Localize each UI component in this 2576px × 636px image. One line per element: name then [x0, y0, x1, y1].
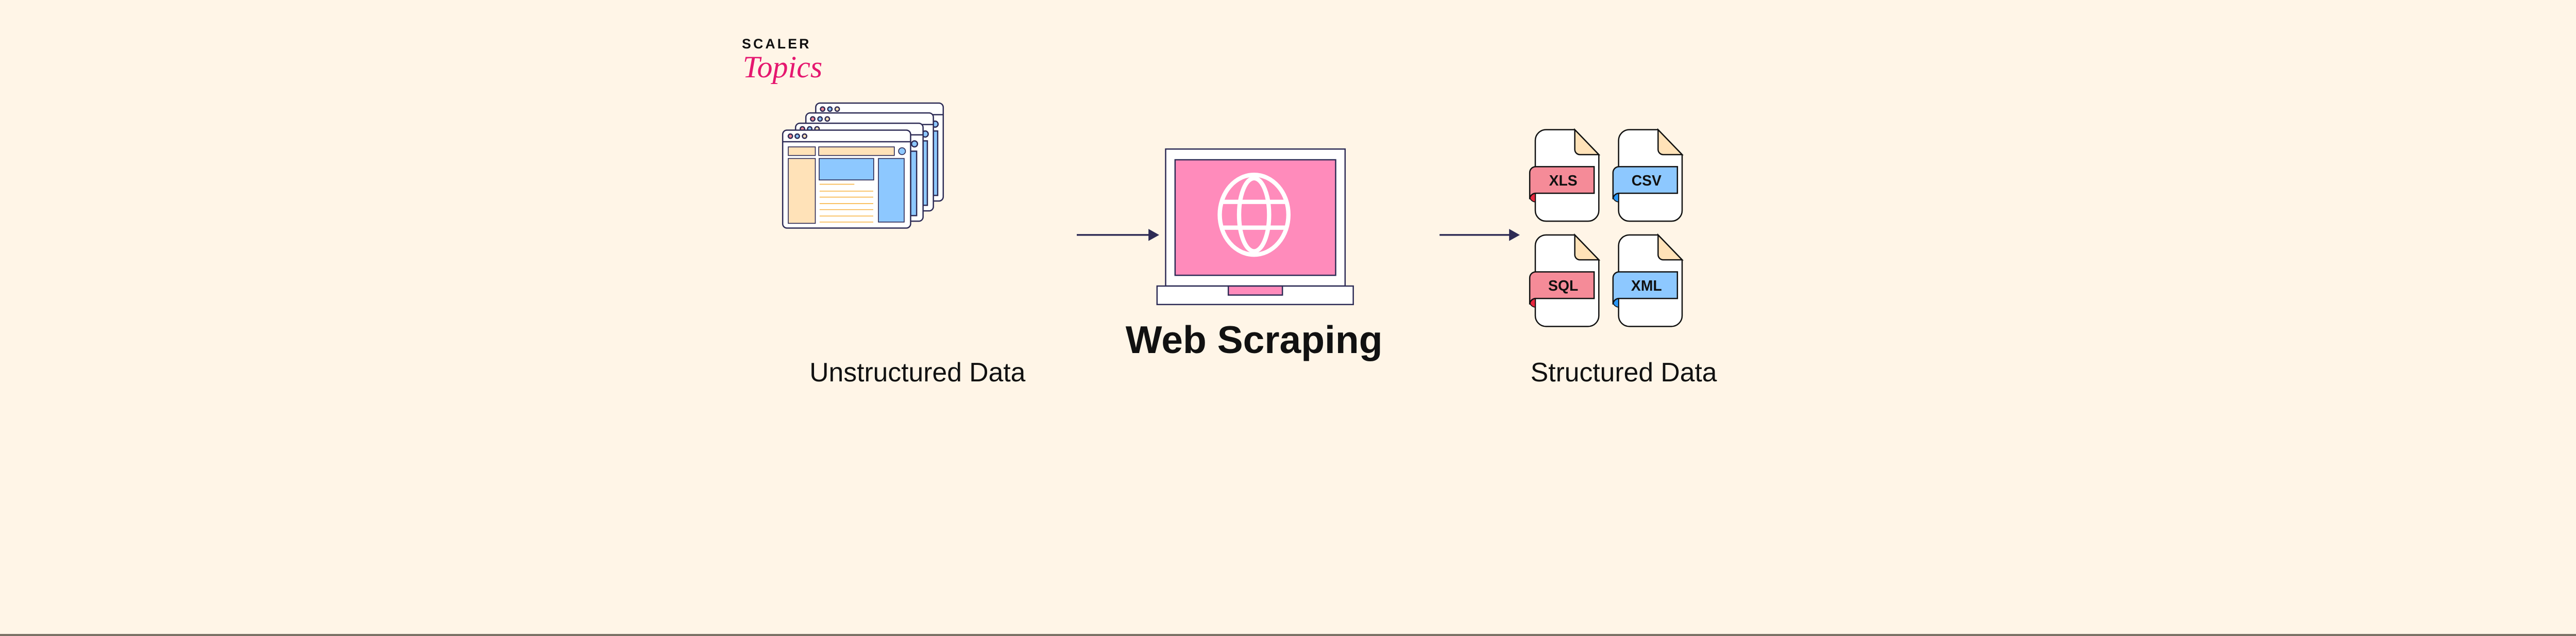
file-type-label: XLS: [1549, 173, 1578, 189]
file-icon-xls: XLS: [1529, 128, 1601, 222]
file-type-label: CSV: [1632, 173, 1662, 189]
file-icon-xml: XML: [1612, 233, 1684, 327]
file-type-label: SQL: [1548, 278, 1578, 294]
globe-icon: [1217, 173, 1291, 257]
web-scraping-title: Web Scraping: [1126, 318, 1383, 361]
file-icon-sql: SQL: [1529, 233, 1601, 327]
file-icon-csv: CSV: [1612, 128, 1684, 222]
logo-brand: SCALER: [742, 36, 811, 52]
browser-windows-icon: [782, 102, 944, 229]
arrow-right-icon: [1439, 229, 1520, 241]
scaler-topics-logo: SCALER Topics: [742, 36, 822, 84]
bottom-divider: [0, 634, 2576, 636]
logo-sub: Topics: [743, 50, 823, 84]
browser-window-front: [782, 129, 911, 229]
arrow-right-icon: [1077, 229, 1159, 241]
structured-data-label: Structured Data: [1531, 357, 1717, 387]
unstructured-data-label: Unstructured Data: [809, 357, 1025, 387]
file-type-label: XML: [1631, 278, 1662, 294]
